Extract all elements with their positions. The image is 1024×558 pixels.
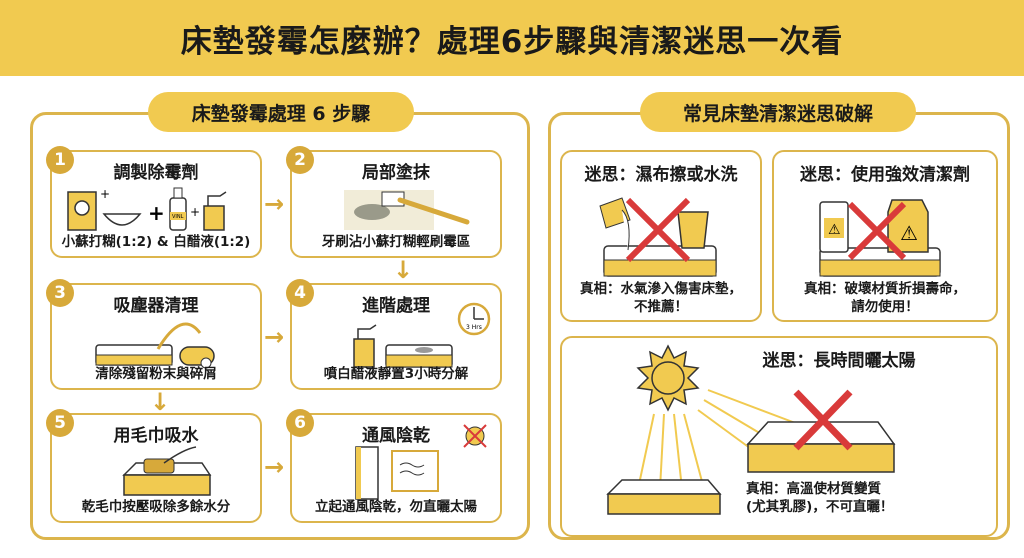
myths-panel-label: 常見床墊清潔迷思破解: [640, 92, 916, 132]
step-title: 吸塵器清理: [113, 296, 199, 316]
svg-text:⚠: ⚠: [900, 221, 918, 245]
step-card-6: 6 通風陰乾 立起通風陰乾，勿直曬太陽: [286, 409, 502, 523]
no-sun-icon: [463, 424, 487, 448]
step-caption: 牙刷沾小蘇打糊輕刷霉區: [321, 234, 471, 250]
myth-title: 迷思：長時間曬太陽: [762, 351, 916, 371]
myth-truth: 真相：水氣滲入傷害床墊， 不推薦！: [580, 281, 742, 316]
step-caption: 噴白醋液靜置3小時分解: [323, 366, 469, 382]
step-card-2: 2 局部塗抹 牙刷沾小蘇打糊輕刷霉區: [286, 146, 502, 258]
myth-title: 迷思：使用強效清潔劑: [800, 165, 970, 185]
standing-mattress-window-icon: [355, 446, 439, 500]
step-caption: 乾毛巾按壓吸除多餘水分: [81, 499, 231, 515]
arrow-right-icon: →: [264, 453, 285, 481]
step-card-1: 1 調製除霉劑 + + VINL + 小蘇打糊(1:2) & 白醋液(1:2): [46, 146, 262, 258]
svg-text:+: +: [100, 187, 110, 201]
svg-text:+: +: [148, 201, 165, 225]
step-number: 4: [286, 279, 314, 307]
step-number: 6: [286, 409, 314, 437]
step-number: 3: [46, 279, 74, 307]
steps-panel-label: 床墊發霉處理 6 步驟: [148, 92, 414, 132]
step-number: 2: [286, 146, 314, 174]
myth-card-sun-exposure: 迷思：長時間曬太陽 真相：高溫使材質變質 (尤其乳膠)，不可直曬！: [560, 336, 998, 537]
mix-ingredients-icon: + + VINL +: [67, 187, 227, 231]
wet-cloth-bucket-crossed-icon: [599, 197, 717, 277]
step-title: 調製除霉劑: [113, 163, 199, 183]
sun-mattress-crossed-icon: [606, 344, 896, 515]
header-banner: 床墊發霉怎麼辦？處理6步驟與清潔迷思一次看: [0, 0, 1024, 76]
step-title: 進階處理: [362, 296, 430, 316]
myth-truth: 真相：高溫使材質變質 (尤其乳膠)，不可直曬！: [746, 481, 894, 516]
svg-text:+: +: [190, 205, 200, 219]
spray-and-timer-icon: 3 Hrs: [353, 302, 491, 368]
step-number: 1: [46, 146, 74, 174]
svg-text:⚠: ⚠: [828, 222, 841, 238]
step-caption: 小蘇打糊(1:2) & 白醋液(1:2): [61, 234, 251, 250]
myth-card-strong-cleaner: 迷思：使用強效清潔劑 ⚠ ⚠ 真相：破壞材質折損壽命， 請勿使用！: [772, 150, 998, 322]
towel-on-mattress-icon: [122, 446, 212, 496]
step-title: 用毛巾吸水: [113, 426, 199, 446]
timer-label: 3 Hrs: [466, 324, 482, 331]
step-card-4: 4 進階處理 3 Hrs 噴白醋液靜置3小時分解: [286, 279, 502, 390]
bottle-label: VINL: [172, 214, 184, 220]
step-caption: 立起通風陰乾，勿直曬太陽: [315, 499, 477, 515]
page-title: 床墊發霉怎麼辦？處理6步驟與清潔迷思一次看: [180, 23, 844, 60]
step-title: 通風陰乾: [362, 426, 430, 446]
arrow-down-icon: ↓: [393, 256, 414, 284]
arrow-down-icon: ↓: [150, 388, 171, 416]
myth-card-wet-wash: 迷思：濕布擦或水洗 真相：水氣滲入傷害床墊， 不推薦！: [560, 150, 762, 322]
step-card-3: 3 吸塵器清理 清除殘留粉末與碎屑: [46, 279, 262, 390]
chemical-bottles-crossed-icon: ⚠ ⚠: [819, 199, 941, 277]
step-title: 局部塗抹: [362, 163, 430, 183]
toothbrush-mold-icon: [344, 190, 470, 230]
arrow-right-icon: →: [264, 323, 285, 351]
arrow-right-icon: →: [264, 190, 285, 218]
step-card-5: 5 用毛巾吸水 乾毛巾按壓吸除多餘水分: [46, 409, 262, 523]
step-number: 5: [46, 409, 74, 437]
step-caption: 清除殘留粉末與碎屑: [95, 366, 217, 382]
vacuum-cleaner-icon: [95, 322, 215, 369]
myth-title: 迷思：濕布擦或水洗: [584, 165, 738, 185]
myth-truth: 真相：破壞材質折損壽命， 請勿使用！: [804, 281, 966, 316]
